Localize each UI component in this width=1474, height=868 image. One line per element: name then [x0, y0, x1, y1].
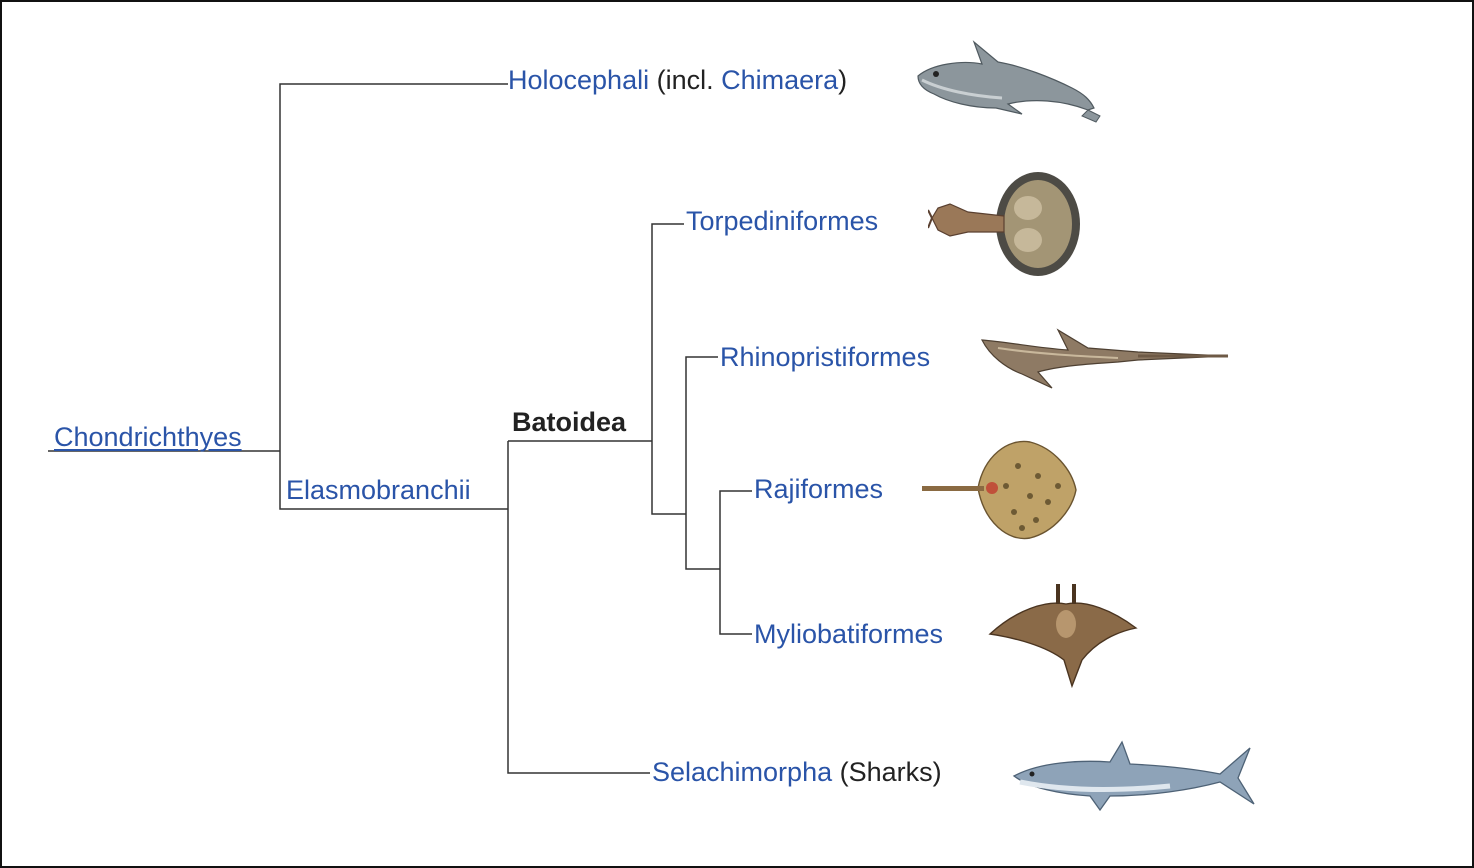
batoidea-branch [652, 224, 686, 514]
chimaera-illustration [912, 38, 1102, 128]
rhino-branch [686, 357, 720, 569]
chondrichthyes-label[interactable]: Chondrichthyes [54, 421, 242, 453]
batoidea-label: Batoidea [512, 406, 626, 438]
raji-mylio-branch [720, 491, 752, 634]
myliobatiformes-link[interactable]: Myliobatiformes [754, 618, 943, 650]
selachimorpha-link[interactable]: Selachimorpha [652, 757, 832, 787]
chimaera-link[interactable]: Chimaera [721, 65, 838, 95]
holocephali-row: Holocephali (incl. Chimaera) [508, 64, 847, 96]
sharks-suffix: (Sharks) [832, 757, 942, 787]
elasmo-branch [508, 441, 650, 773]
rajiformes-link[interactable]: Rajiformes [754, 473, 883, 505]
rhinopristiformes-link[interactable]: Rhinopristiformes [720, 341, 930, 373]
holocephali-link[interactable]: Holocephali [508, 65, 649, 95]
elasmobranchii-link[interactable]: Elasmobranchii [286, 474, 471, 506]
holocephali-paren-close: ) [838, 65, 847, 95]
shark-illustration [1010, 738, 1258, 816]
torpediniformes-link[interactable]: Torpediniformes [686, 205, 878, 237]
holocephali-paren-open: (incl. [649, 65, 721, 95]
manta-ray-illustration [986, 580, 1140, 688]
sawfish-illustration [978, 322, 1240, 394]
electric-ray-illustration [928, 168, 1084, 280]
root-branch [280, 84, 508, 509]
selachimorpha-row: Selachimorpha (Sharks) [652, 756, 942, 788]
skate-illustration [918, 436, 1078, 544]
